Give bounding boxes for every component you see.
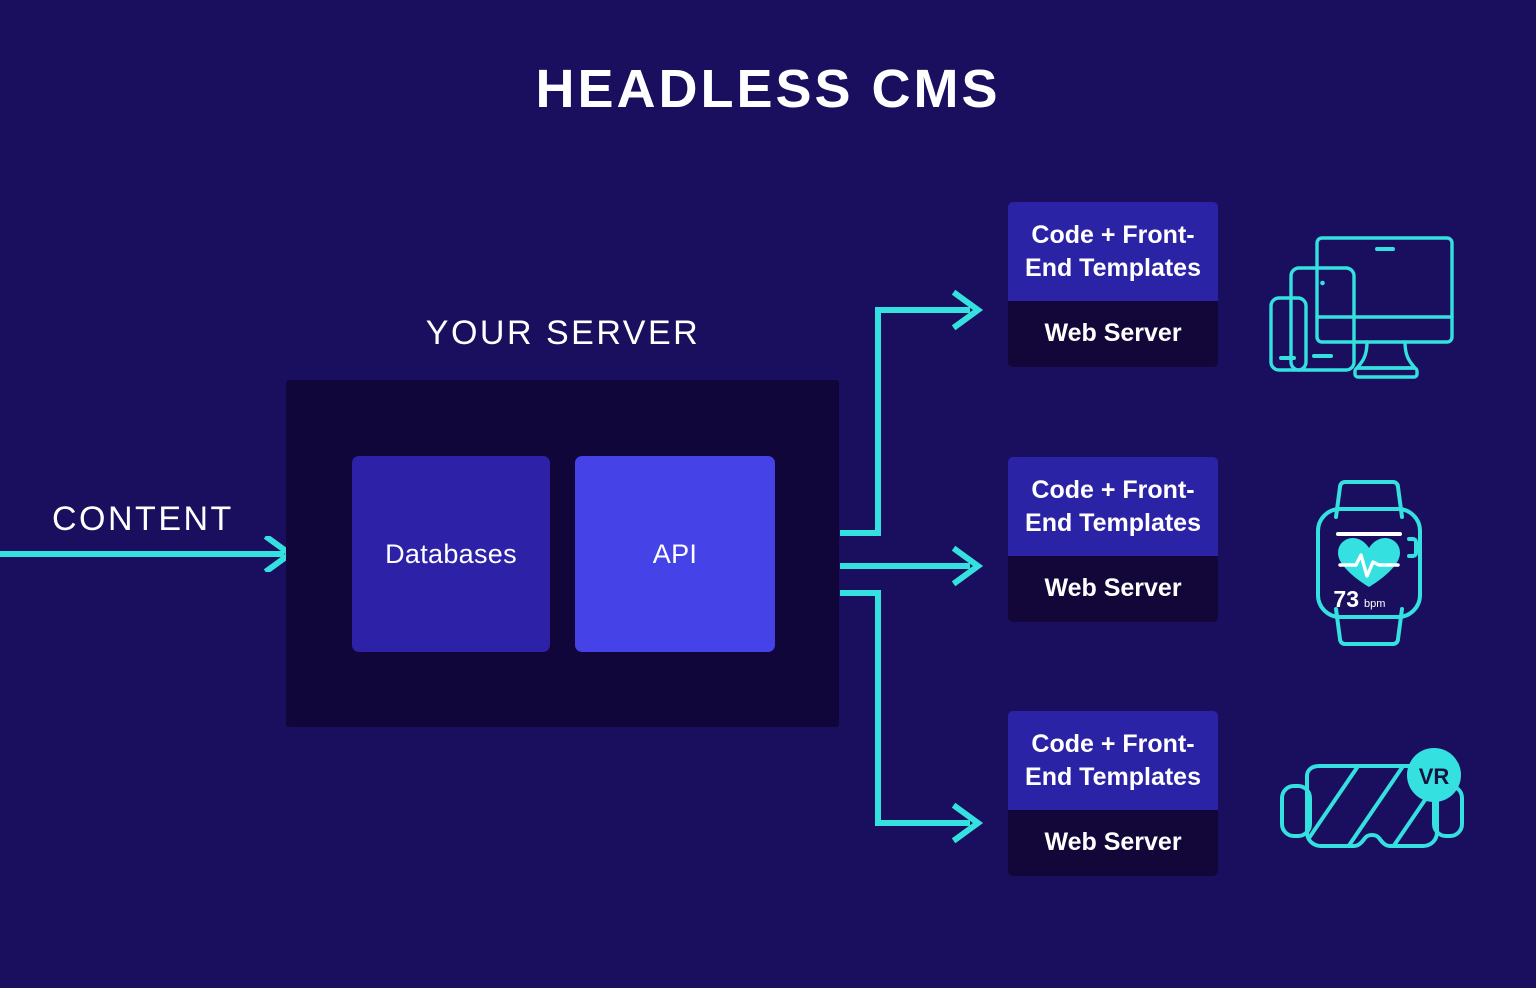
watch-bpm-value: 73 (1333, 586, 1359, 612)
endpoint-card-3-title: Code + Front-End Templates (1008, 711, 1218, 810)
endpoint-card-1-subtitle: Web Server (1008, 300, 1218, 367)
endpoint-card-1[interactable]: Code + Front-End Templates Web Server (1008, 202, 1218, 367)
devices-icon (1269, 236, 1454, 379)
smartwatch-icon: 73 bpm (1316, 480, 1422, 646)
server-component-api[interactable]: API (575, 456, 775, 652)
endpoint-card-2-subtitle: Web Server (1008, 555, 1218, 622)
vr-headset-icon: VR (1280, 748, 1464, 848)
endpoint-card-2-title: Code + Front-End Templates (1008, 457, 1218, 556)
watch-bpm-unit: bpm (1364, 598, 1385, 610)
server-label: YOUR SERVER (425, 314, 701, 352)
server-box: Databases API (286, 380, 839, 727)
server-component-databases[interactable]: Databases (352, 456, 550, 652)
vr-badge (1407, 748, 1461, 802)
content-arrow-icon (0, 536, 296, 572)
connector-arrows (840, 289, 984, 844)
vr-badge-label: VR (1419, 764, 1450, 789)
endpoint-card-1-title: Code + Front-End Templates (1008, 202, 1218, 301)
page-title: HEADLESS CMS (535, 59, 1001, 119)
endpoint-card-3[interactable]: Code + Front-End Templates Web Server (1008, 711, 1218, 876)
endpoint-card-2[interactable]: Code + Front-End Templates Web Server (1008, 457, 1218, 622)
endpoint-card-3-subtitle: Web Server (1008, 809, 1218, 876)
content-label: CONTENT (52, 500, 234, 538)
server-component-api-label: API (652, 538, 698, 569)
server-component-databases-label: Databases (385, 538, 517, 569)
